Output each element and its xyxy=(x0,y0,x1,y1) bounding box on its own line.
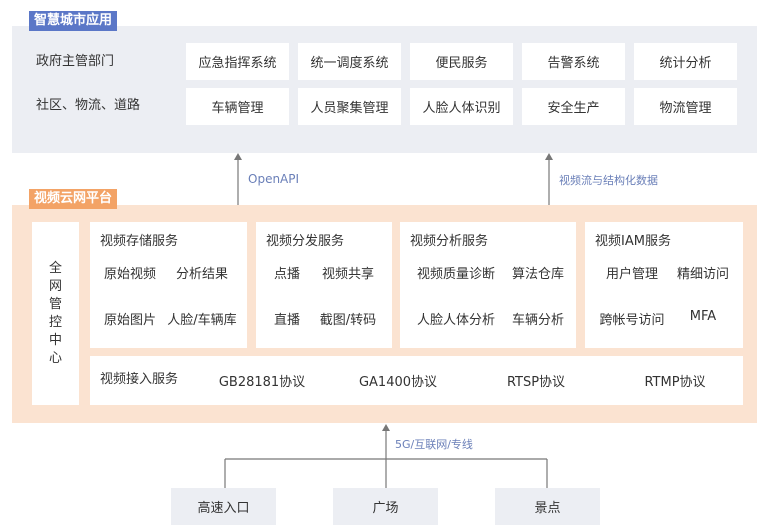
analysis-service-title: 视频分析服务 xyxy=(410,234,489,249)
analysis-item-quality-diagnosis: 视频质量诊断 xyxy=(416,267,496,282)
management-center[interactable]: 全 网 管 控 中 心 xyxy=(32,222,79,405)
app-statistics[interactable]: 统计分析 xyxy=(634,43,737,80)
openapi-arrowhead xyxy=(234,153,242,160)
analysis-item-vehicle: 车辆分析 xyxy=(511,313,565,328)
distribution-service-title: 视频分发服务 xyxy=(266,234,345,249)
protocol-gb28181: GB28181协议 xyxy=(218,375,306,390)
app-unified-dispatch[interactable]: 统一调度系统 xyxy=(298,43,401,80)
app-safety-production[interactable]: 安全生产 xyxy=(522,88,625,125)
analysis-item-face-body: 人脸人体分析 xyxy=(416,313,496,328)
analysis-item-algorithm-repo: 算法仓库 xyxy=(511,267,565,282)
app-citizen-service[interactable]: 便民服务 xyxy=(410,43,513,80)
distribution-service-card[interactable]: 视频分发服务 点播 视频共享 直播 截图/转码 xyxy=(256,222,392,348)
access-service-card[interactable]: 视频接入服务 GB28181协议 GA1400协议 RTSP协议 RTMP协议 xyxy=(90,356,743,405)
protocol-rtsp: RTSP协议 xyxy=(506,375,566,390)
row-label-community: 社区、物流、道路 xyxy=(36,98,141,113)
source-plaza[interactable]: 广场 xyxy=(333,488,438,525)
iam-item-cross-account: 跨帐号访问 xyxy=(599,313,665,328)
source-scenic-spot[interactable]: 景点 xyxy=(495,488,600,525)
stream-arrowhead xyxy=(545,153,553,160)
iam-item-fine-grained-access: 精细访问 xyxy=(676,267,730,282)
app-crowd-management[interactable]: 人员聚集管理 xyxy=(298,88,401,125)
distribution-item-share: 视频共享 xyxy=(321,267,375,282)
network-label: 5G/互联网/专线 xyxy=(395,438,473,451)
storage-service-card[interactable]: 视频存储服务 原始视频 分析结果 原始图片 人脸/车辆库 xyxy=(90,222,247,348)
storage-item-raw-image: 原始图片 xyxy=(103,313,157,328)
source-highway-entrance[interactable]: 高速入口 xyxy=(171,488,276,525)
iam-item-user-management: 用户管理 xyxy=(605,267,659,282)
distribution-item-snapshot-transcode: 截图/转码 xyxy=(319,313,377,328)
app-logistics-management[interactable]: 物流管理 xyxy=(634,88,737,125)
iam-service-title: 视频IAM服务 xyxy=(595,234,671,249)
stream-label: 视频流与结构化数据 xyxy=(559,174,658,187)
openapi-label: OpenAPI xyxy=(248,172,300,186)
storage-service-title: 视频存储服务 xyxy=(100,234,179,249)
app-face-body-recognition[interactable]: 人脸人体识别 xyxy=(410,88,513,125)
iam-item-mfa: MFA xyxy=(689,309,717,324)
network-arrowhead xyxy=(382,424,390,431)
storage-item-face-vehicle-db: 人脸/车辆库 xyxy=(167,313,237,328)
row-label-government: 政府主管部门 xyxy=(36,54,115,69)
management-center-label: 全 网 管 控 中 心 xyxy=(48,261,62,366)
storage-item-analysis-result: 分析结果 xyxy=(175,267,229,282)
distribution-item-vod: 点播 xyxy=(273,267,301,282)
iam-service-card[interactable]: 视频IAM服务 用户管理 精细访问 跨帐号访问 MFA xyxy=(585,222,743,348)
app-vehicle-management[interactable]: 车辆管理 xyxy=(186,88,289,125)
app-alarm-system[interactable]: 告警系统 xyxy=(522,43,625,80)
access-service-title: 视频接入服务 xyxy=(100,372,179,387)
app-emergency-command[interactable]: 应急指挥系统 xyxy=(186,43,289,80)
smart-city-tag: 智慧城市应用 xyxy=(29,11,118,31)
analysis-service-card[interactable]: 视频分析服务 视频质量诊断 算法仓库 人脸人体分析 车辆分析 xyxy=(400,222,576,348)
protocol-rtmp: RTMP协议 xyxy=(644,375,706,390)
protocol-ga1400: GA1400协议 xyxy=(358,375,438,390)
video-platform-tag: 视频云网平台 xyxy=(29,189,118,209)
distribution-item-live: 直播 xyxy=(273,313,301,328)
storage-item-raw-video: 原始视频 xyxy=(103,267,157,282)
